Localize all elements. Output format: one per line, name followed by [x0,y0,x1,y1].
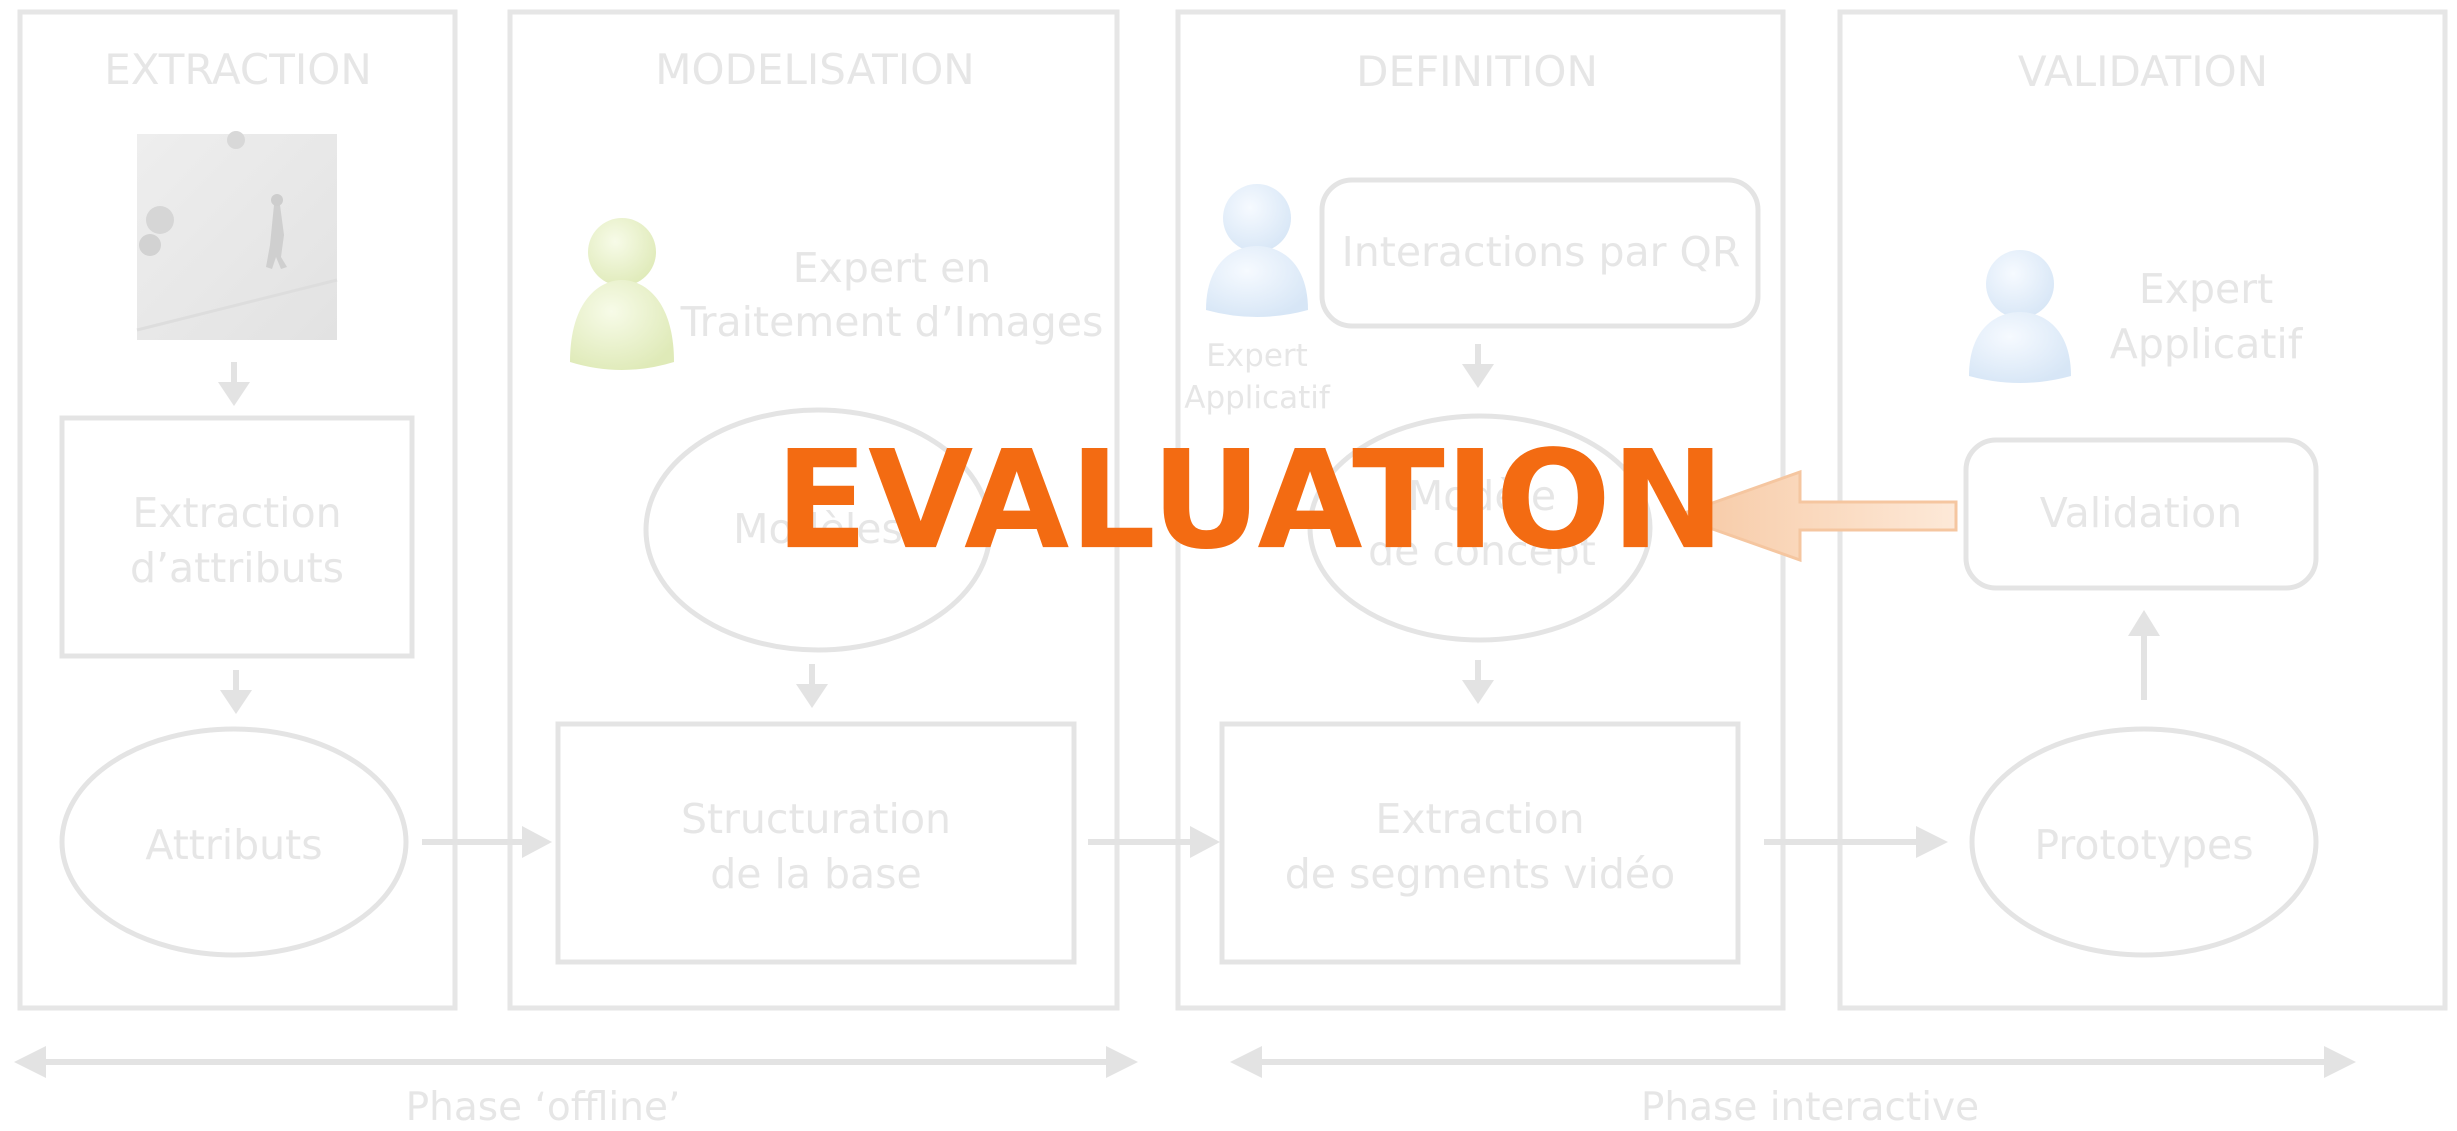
prototypes-ellipse [1969,726,2319,958]
modeles-label: Modèles [733,505,903,553]
validation-expert-line2: Applicatif [2110,320,2304,368]
extraction-title: EXTRACTION [104,45,372,94]
modelisation-column [507,9,1120,1011]
validation-box [1963,437,2319,591]
evaluation-overlay-title: EVALUATION [775,422,1725,580]
interactions-qr-box [1319,177,1761,329]
arrow-head-icon [1190,826,1220,858]
arrow-head-icon [1462,680,1494,704]
attributs-label: Attributs [145,821,322,869]
attributs-ellipse [59,726,409,958]
expert-person-icon [570,218,674,370]
modelisation-expert-line2: Traitement d’Images [680,298,1104,346]
arrow-head-icon [1462,364,1494,388]
prototypes-label: Prototypes [2034,821,2253,869]
phase-offline-arrow [14,1046,1138,1078]
definition-expert-line1: Expert [1206,338,1308,374]
extraction-attributes-box [59,415,415,659]
modele-concept-line2: de concept [1368,527,1596,575]
arrow-head-icon [218,382,250,406]
extraction-attributes-line2: d’attributs [130,544,344,592]
structuration-line2: de la base [710,850,922,898]
arrow-head-icon [522,826,552,858]
validation-expert-icon [1969,250,2071,383]
arrow-head-icon [220,690,252,714]
segments-video-line2: de segments vidéo [1285,850,1676,898]
modeles-ellipse [643,407,993,653]
extraction-column [17,9,458,1011]
definition-expert-line2: Applicatif [1184,380,1331,416]
structuration-line1: Structuration [681,795,951,843]
validation-expert-line1: Expert [2139,265,2273,313]
phase-interactive-arrow [1230,1046,2356,1078]
modele-concept-ellipse [1307,413,1653,643]
expert-applicatif-icon [1206,184,1308,317]
definition-title: DEFINITION [1356,47,1598,96]
modelisation-expert-line1: Expert en [793,244,992,292]
structuration-box [555,721,1077,965]
validation-box-label: Validation [2040,489,2242,537]
phase-offline-label: Phase ‘offline’ [406,1085,681,1130]
segments-video-box [1219,721,1741,965]
evaluation-feedback-arrow [1671,469,1958,563]
phase-interactive-label: Phase interactive [1641,1085,1979,1130]
interactions-qr-label: Interactions par QR [1342,228,1741,276]
segments-video-line1: Extraction [1375,795,1584,843]
modele-concept-line1: Modèle [1408,472,1556,520]
arrow-head-icon [2128,610,2160,636]
surveillance-photo [136,131,338,340]
extraction-attributes-line1: Extraction [132,489,341,537]
arrow-head-icon [1916,826,1948,858]
modelisation-title: MODELISATION [655,45,974,94]
validation-title: VALIDATION [2018,47,2268,96]
arrow-head-icon [796,684,828,708]
